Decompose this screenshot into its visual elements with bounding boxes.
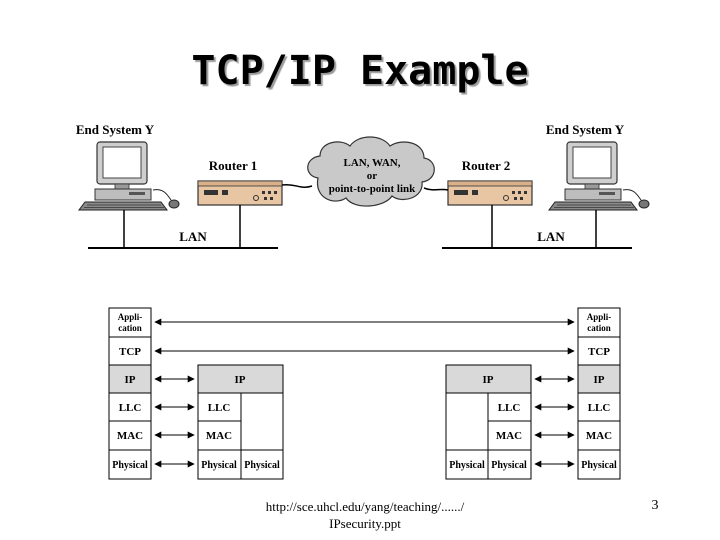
cloud-label-line3: point-to-point link (329, 183, 416, 195)
right-app-line1: Appli- (587, 312, 612, 322)
router2-physical-b: Physical (491, 460, 527, 471)
right-host-label: End System Y (546, 122, 625, 137)
router1-label: Router 1 (209, 158, 258, 173)
right-ip: IP (594, 374, 605, 386)
left-llc: LLC (119, 402, 142, 414)
network-cloud (307, 136, 435, 207)
left-ip: IP (125, 374, 136, 386)
router2-physical-a: Physical (449, 460, 485, 471)
left-stack: Appli- cation TCP IP LLC MAC Physical (108, 307, 152, 480)
right-physical: Physical (581, 460, 617, 471)
cloud-label-line1: LAN, WAN, (344, 157, 401, 169)
router1-physical-b: Physical (244, 460, 280, 471)
router2-llc: LLC (498, 402, 521, 414)
left-tcp: TCP (119, 346, 141, 358)
left-physical: Physical (112, 460, 148, 471)
cloud-label-line2: or (367, 170, 378, 182)
router1-icon (197, 180, 283, 206)
right-lan-label: LAN (537, 229, 565, 244)
router1-llc: LLC (208, 402, 231, 414)
left-host-label: End System Y (76, 122, 155, 137)
router2-icon (447, 180, 533, 206)
computer-icon-right (548, 141, 650, 211)
left-mac: MAC (117, 430, 143, 442)
right-stack: Appli- cation TCP IP LLC MAC Physical (577, 307, 621, 480)
peer-arrows (154, 318, 575, 468)
router1-physical-a: Physical (201, 460, 237, 471)
router2-label: Router 2 (462, 158, 511, 173)
router1-ip: IP (235, 374, 246, 386)
left-lan-label: LAN (179, 229, 207, 244)
footer-source-line2: IPsecurity.ppt (329, 516, 401, 531)
page-number: 3 (651, 498, 659, 513)
footer-source: http://sce.uhcl.edu/yang/teaching/......… (240, 498, 490, 532)
right-tcp: TCP (588, 346, 610, 358)
right-llc: LLC (588, 402, 611, 414)
footer-source-line1: http://sce.uhcl.edu/yang/teaching/......… (265, 499, 465, 514)
router2-mac: MAC (496, 430, 522, 442)
slide-title: TCP/IP Example (191, 48, 529, 94)
right-mac: MAC (586, 430, 612, 442)
router1-mac: MAC (206, 430, 232, 442)
router2-cloud-link (423, 187, 449, 191)
computer-icon-left (78, 141, 180, 211)
left-app-line1: Appli- (118, 312, 143, 322)
left-app-line2: cation (118, 323, 142, 333)
router2-ip: IP (483, 374, 494, 386)
router1-cloud-link (281, 183, 313, 188)
router2-stack: IP LLC MAC Physical Physical (445, 364, 532, 480)
right-app-line2: cation (587, 323, 611, 333)
router1-stack: IP LLC MAC Physical Physical (197, 364, 284, 480)
